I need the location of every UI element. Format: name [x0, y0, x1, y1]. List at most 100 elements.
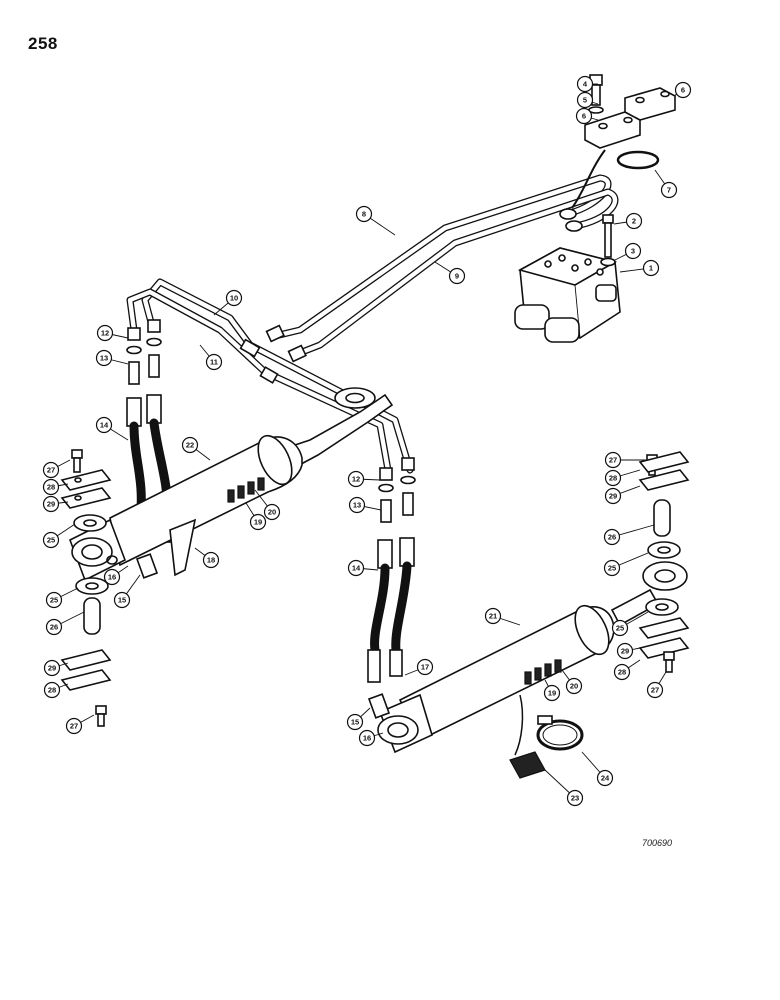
callout-number: 15 [118, 596, 126, 605]
callout-number: 23 [571, 794, 579, 803]
callout-25: 25 [42, 523, 76, 549]
callout-27: 27 [65, 714, 95, 735]
callout-number: 25 [47, 536, 55, 545]
callout-circle [604, 487, 622, 505]
right-cylinder [367, 561, 688, 754]
callout-circle [103, 568, 121, 586]
split-flange-assembly [571, 74, 676, 209]
callout-circle [347, 470, 365, 488]
callout-circle [181, 436, 199, 454]
callout-number: 4 [583, 80, 588, 89]
callout-28: 28 [613, 659, 641, 681]
callout-circle [575, 107, 593, 125]
callout-circle [358, 729, 376, 747]
callout-number: 10 [230, 294, 238, 303]
callout-number: 26 [50, 623, 58, 632]
callout-25: 25 [45, 587, 79, 609]
callout-29: 29 [43, 659, 69, 677]
callout-circle [646, 681, 664, 699]
callout-2: 2 [613, 212, 643, 230]
hydraulic-tubes [126, 174, 619, 474]
callout-circle [604, 451, 622, 469]
callout-circle [611, 619, 629, 637]
callout-16: 16 [103, 565, 129, 586]
callout-number: 28 [48, 686, 56, 695]
callout-19: 19 [543, 679, 561, 702]
callout-circle [95, 349, 113, 367]
callout-number: 25 [50, 596, 58, 605]
hose-clamp [509, 694, 584, 779]
callout-number: 29 [621, 647, 629, 656]
callout-circle [202, 551, 220, 569]
callout-circle [596, 769, 614, 787]
callout-number: 29 [47, 500, 55, 509]
callout-circle [42, 461, 60, 479]
callout-number: 27 [47, 466, 55, 475]
callout-number: 7 [667, 186, 671, 195]
callout-number: 28 [47, 483, 55, 492]
callout-circle [42, 478, 60, 496]
callout-circle [604, 469, 622, 487]
callout-number: 12 [101, 329, 109, 338]
callout-3: 3 [614, 242, 642, 261]
callout-number: 21 [489, 612, 497, 621]
callout-number: 3 [631, 247, 635, 256]
callout-25: 25 [611, 611, 649, 637]
callout-number: 6 [681, 86, 685, 95]
callout-8: 8 [355, 205, 396, 236]
callout-circle [348, 496, 366, 514]
callout-27: 27 [42, 459, 71, 479]
callout-circle [263, 503, 281, 521]
callout-number: 9 [455, 272, 459, 281]
callout-number: 13 [100, 354, 108, 363]
callout-circle [113, 591, 131, 609]
callout-circle [43, 681, 61, 699]
callout-number: 27 [651, 686, 659, 695]
right-pin-stack [638, 451, 690, 673]
right-hose-assembly [367, 457, 416, 683]
callout-circle [347, 559, 365, 577]
callout-number: 25 [608, 564, 616, 573]
callout-18: 18 [194, 547, 220, 569]
callout-circle [42, 495, 60, 513]
callout-number: 26 [608, 533, 616, 542]
callout-number: 1 [649, 264, 653, 273]
callout-circle [448, 267, 466, 285]
callout-number: 5 [583, 96, 587, 105]
left-cylinder [68, 387, 394, 582]
callout-circle [484, 607, 502, 625]
callout-circle [416, 658, 434, 676]
callout-circle [42, 531, 60, 549]
control-valve [514, 247, 621, 343]
callout-circle [576, 91, 594, 109]
callout-circle [43, 659, 61, 677]
valve-mounting-bolt [600, 214, 616, 267]
callout-number: 16 [108, 573, 116, 582]
callout-6: 6 [673, 81, 692, 99]
callout-number: 17 [421, 663, 429, 672]
callout-11: 11 [199, 344, 223, 371]
callout-21: 21 [484, 607, 521, 626]
callout-circle [603, 559, 621, 577]
callout-circle [355, 205, 373, 223]
callout-number: 19 [254, 518, 262, 527]
callout-circle [576, 75, 594, 93]
callout-circle [65, 717, 83, 735]
callout-20: 20 [254, 489, 281, 521]
callout-4: 4 [576, 75, 598, 93]
callout-number: 28 [609, 474, 617, 483]
callout-14: 14 [95, 416, 129, 441]
callout-25: 25 [603, 552, 649, 577]
callout-12: 12 [347, 470, 381, 488]
callout-10: 10 [213, 289, 243, 316]
callout-9: 9 [434, 261, 466, 285]
callout-22: 22 [181, 436, 211, 461]
callout-circle [674, 81, 692, 99]
callout-29: 29 [604, 485, 641, 505]
callout-7: 7 [654, 169, 678, 199]
callout-circle [660, 181, 678, 199]
callout-circle [625, 212, 643, 230]
callout-layer: 1234566789101112131422201918161527282925… [42, 75, 692, 807]
callout-19: 19 [245, 502, 267, 531]
callout-circle [346, 713, 364, 731]
